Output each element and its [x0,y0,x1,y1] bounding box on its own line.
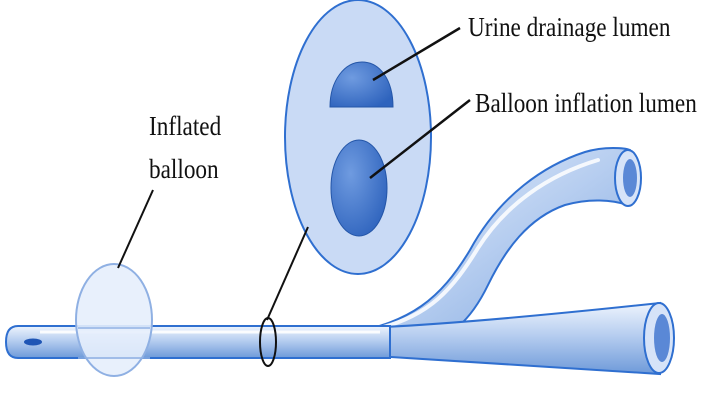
balloon-inflation-lumen [331,140,387,236]
catheter-tip-eye [24,339,42,346]
inflation-branch [360,303,660,374]
cross-section-leader [267,227,308,320]
inflation-branch-bore [654,314,670,362]
balloon-inflation-lumen-label: Balloon inflation lumen [475,90,697,117]
urine-drainage-lumen-label: Urine drainage lumen [468,14,670,41]
drainage-branch-bore [623,159,637,197]
inflated-balloon-label-line2: balloon [149,156,219,183]
inflated-balloon-label-line1: Inflated [149,113,221,140]
inflated-balloon-leader [118,190,153,268]
inflated-balloon [76,264,152,376]
